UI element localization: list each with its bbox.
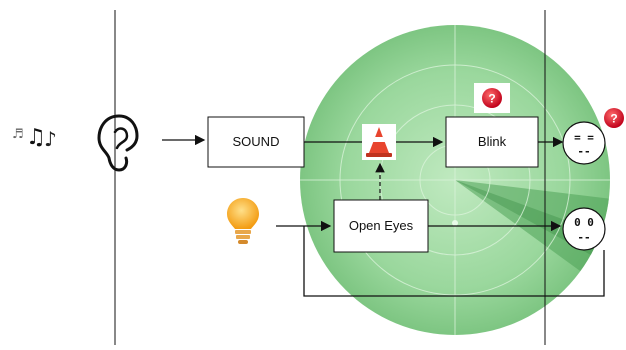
svg-text:♪: ♪ <box>44 127 57 151</box>
open-eyes-label: Open Eyes <box>349 218 414 233</box>
blink-face-mouth: -- <box>577 145 590 158</box>
blink-face: = = -- <box>562 121 606 165</box>
ear-icon <box>97 114 139 172</box>
svg-text:♫: ♫ <box>26 125 46 150</box>
radar-background <box>300 25 610 335</box>
question-mark-icon: ? <box>604 108 624 128</box>
question-mark-icon: ? <box>474 83 510 113</box>
music-notes-icon: ♬ ♫ ♪ <box>12 125 57 151</box>
blink-face-eyes: = = <box>574 131 594 144</box>
sound-box[interactable]: SOUND <box>207 116 305 168</box>
lightbulb-icon <box>227 198 259 244</box>
svg-text:♬: ♬ <box>12 127 24 142</box>
question-badge-label: ? <box>488 92 495 106</box>
open-eyes-face: 0 0 -- <box>562 207 606 251</box>
traffic-cone-icon <box>362 124 396 160</box>
blink-label: Blink <box>478 134 507 149</box>
open-eyes-box[interactable]: Open Eyes <box>333 199 429 253</box>
blink-box[interactable]: Blink <box>445 116 539 168</box>
open-face-mouth: -- <box>577 231 590 244</box>
open-face-eyes: 0 0 <box>574 216 594 229</box>
sound-label: SOUND <box>233 134 280 149</box>
edge-feedback-loop <box>303 226 605 297</box>
question-badge-label-2: ? <box>610 112 617 126</box>
